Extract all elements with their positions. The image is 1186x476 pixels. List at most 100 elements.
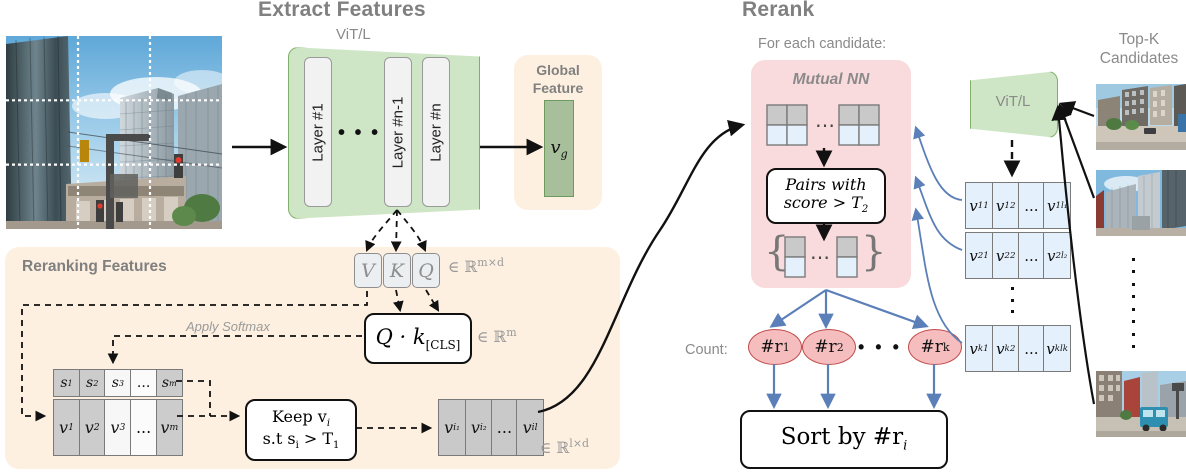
qk-space-exponent: m (506, 326, 517, 339)
keep-line-2-text: s.t s (262, 429, 296, 448)
topk-label-line2: Candidates (1099, 50, 1179, 68)
global-vector-subscript: g (560, 147, 568, 161)
global-feature-label: Global Feature (514, 62, 602, 97)
keep-line-1-text: Keep v (271, 407, 327, 427)
layer-box-n-1: Layer #n-1 (384, 57, 412, 207)
section-title-extract: Extract Features (258, 0, 426, 21)
pairs-line-2: score > T2 (784, 194, 869, 216)
apply-softmax-label: Apply Softmax (186, 319, 270, 334)
layer-label-1: Layer #1 (309, 102, 327, 162)
k-box: K (383, 253, 411, 288)
global-feature-label-line2: Feature (532, 79, 584, 96)
q-label: Q (418, 259, 434, 282)
pairs-line-2-sub: 2 (861, 204, 869, 216)
k-label: K (389, 259, 405, 282)
patch-pair-left (766, 104, 808, 151)
keep-line-2-sub: i (295, 440, 299, 452)
pairs-line-1: Pairs with (785, 174, 867, 194)
mutual-nn-title: Mutual NN (792, 71, 870, 88)
vit-label-extract: ViT/L (336, 26, 371, 43)
count-node-1-sub: 1 (782, 340, 790, 354)
vkq-space-text: ∈ ℝ (448, 258, 478, 277)
vit-label-candidates: ViT/L (995, 93, 1031, 110)
pair-set-item-right (836, 236, 858, 283)
candidate-rows-vertical-ellipsis (1010, 287, 1014, 313)
sort-box: Sort by #ri (740, 410, 948, 469)
topk-candidates-label: Top-K Candidates (1092, 30, 1186, 69)
count-node-k-text: #r (920, 337, 943, 357)
v-label: V (361, 259, 375, 282)
keep-line-1: Keep vi (272, 408, 330, 430)
vkq-space-exponent: m×d (477, 256, 504, 269)
layer-label-n-1: Layer #n-1 (389, 96, 407, 168)
layer-label-n: Layer #n (427, 102, 445, 162)
pairs-line-2-text: score > T (783, 193, 862, 213)
sort-label-sub: i (903, 438, 908, 454)
reranking-features-title: Reranking Features (22, 258, 167, 275)
cell: ... (130, 399, 158, 456)
cell: ... (130, 369, 158, 397)
global-feature-vector: vg (544, 100, 574, 197)
patch-pair-ellipsis: ⋯ (815, 115, 835, 137)
layer-box-1: Layer #1 (304, 57, 332, 207)
patch-pair-right (838, 104, 880, 151)
candidate-image-1 (1096, 84, 1186, 150)
pair-set-close-brace: } (861, 229, 887, 275)
q-box: Q (412, 253, 440, 288)
qk-space-annotation: ∈ ℝm (477, 326, 517, 346)
cell: ... (1018, 182, 1045, 229)
keep-line-1-sub: i (326, 418, 331, 430)
cell: ... (491, 399, 518, 456)
section-title-rerank: Rerank (742, 0, 815, 21)
query-image (6, 36, 222, 229)
count-node-2-sub: 2 (836, 340, 844, 354)
sort-label: Sort by #r (780, 424, 904, 451)
pairs-threshold-box: Pairs with score > T2 (766, 168, 886, 224)
qk-space-text: ∈ ℝ (477, 328, 507, 347)
for-each-candidate-label: For each candidate: (758, 36, 887, 52)
count-ellipsis: • • • (858, 337, 902, 357)
qk-formula: Q · k (375, 324, 426, 349)
topk-label-line1: Top-K (1118, 31, 1160, 48)
vkq-space-annotation: ∈ ℝm×d (448, 256, 504, 276)
cell: ... (1018, 325, 1045, 372)
pair-set-item-left (784, 236, 806, 283)
global-vector-symbol: v (550, 136, 561, 158)
candidate-image-2 (1096, 170, 1186, 236)
v-box: V (354, 253, 382, 288)
kept-space-text: ∈ ℝ (540, 439, 570, 458)
cell: ... (1018, 232, 1045, 279)
count-node-2-text: #r (814, 337, 837, 357)
layer-box-n: Layer #n (422, 57, 450, 207)
count-node-k-sub: k (942, 340, 950, 354)
vit-encoder-block-candidates (970, 71, 1058, 138)
keep-line-2-sub2: 1 (333, 440, 340, 452)
keep-line-2: s.t si > T1 (262, 429, 340, 452)
